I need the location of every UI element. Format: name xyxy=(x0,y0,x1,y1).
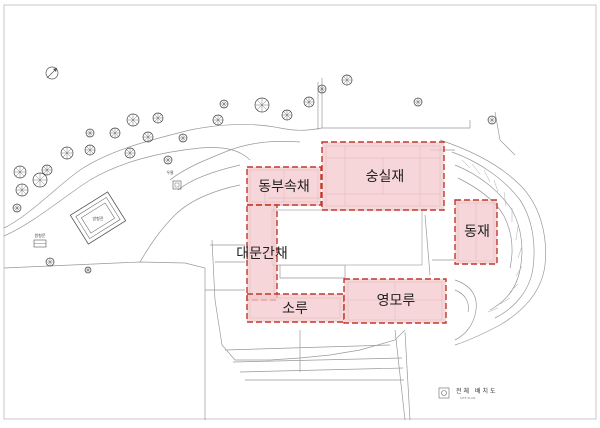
tree-icon xyxy=(413,97,423,107)
tree-icon xyxy=(60,146,74,160)
zone-yeongmoru[interactable] xyxy=(343,278,447,324)
drawing-frame xyxy=(3,4,597,420)
gate-left xyxy=(33,239,47,248)
legend-subtitle: SITE PLAN xyxy=(460,396,475,400)
tree-icon xyxy=(142,131,154,143)
courtyard xyxy=(271,209,423,266)
label-daemunganchae: 대문간채 xyxy=(236,246,288,262)
tree-icon xyxy=(212,114,224,126)
trees xyxy=(12,74,497,274)
tree-icon xyxy=(84,144,96,156)
tree-icon xyxy=(178,133,188,143)
tree-icon xyxy=(13,165,27,179)
north-arrow-icon xyxy=(45,66,59,80)
label-dongbusokchae: 동부속채 xyxy=(258,179,310,195)
label-dongjae: 동재 xyxy=(464,224,490,240)
tree-icon xyxy=(487,115,497,125)
tree-icon xyxy=(163,155,173,165)
building-zones xyxy=(246,141,498,324)
well xyxy=(172,180,182,190)
label-sungsiljae: 숭실재 xyxy=(366,169,405,185)
tree-icon xyxy=(15,183,29,197)
tree-icon xyxy=(152,112,164,124)
legend-title: 전체 배치도 xyxy=(456,387,498,395)
building-labels: 동부속채 숭실재 동재 대문간채 소루 영모루 xyxy=(236,169,490,317)
tree-icon xyxy=(45,257,55,267)
tree-icon xyxy=(341,74,353,86)
zone-dongjae[interactable] xyxy=(454,199,498,265)
label-pavilion: 방형전 xyxy=(92,215,103,221)
label-yeongmoru: 영모루 xyxy=(377,293,416,309)
tree-icon xyxy=(124,147,136,159)
label-soru: 소루 xyxy=(282,301,308,317)
tree-icon xyxy=(219,99,229,109)
tree-icon xyxy=(32,172,48,188)
legend-mark-icon xyxy=(438,387,450,399)
tree-icon xyxy=(254,97,270,113)
zone-dongbusokchae[interactable] xyxy=(246,166,322,206)
label-gate-left: 원형문 xyxy=(34,232,45,238)
label-well: 우물 xyxy=(166,169,174,175)
legend: 전체 배치도 SITE PLAN xyxy=(438,387,498,400)
tree-icon xyxy=(12,203,22,213)
terrain-lines xyxy=(3,78,546,421)
zone-sungsiljae[interactable] xyxy=(321,141,445,211)
tree-icon xyxy=(303,96,315,108)
tree-icon xyxy=(85,128,95,138)
tree-icon xyxy=(109,127,121,139)
tree-icon xyxy=(84,266,92,274)
tree-icon xyxy=(281,109,293,121)
pavilion xyxy=(69,191,127,245)
tree-icon xyxy=(41,164,53,176)
zone-daemunganchae[interactable] xyxy=(246,204,278,301)
tree-icon xyxy=(126,113,140,127)
tree-icon xyxy=(317,84,327,94)
embankment-hatch xyxy=(461,159,523,313)
